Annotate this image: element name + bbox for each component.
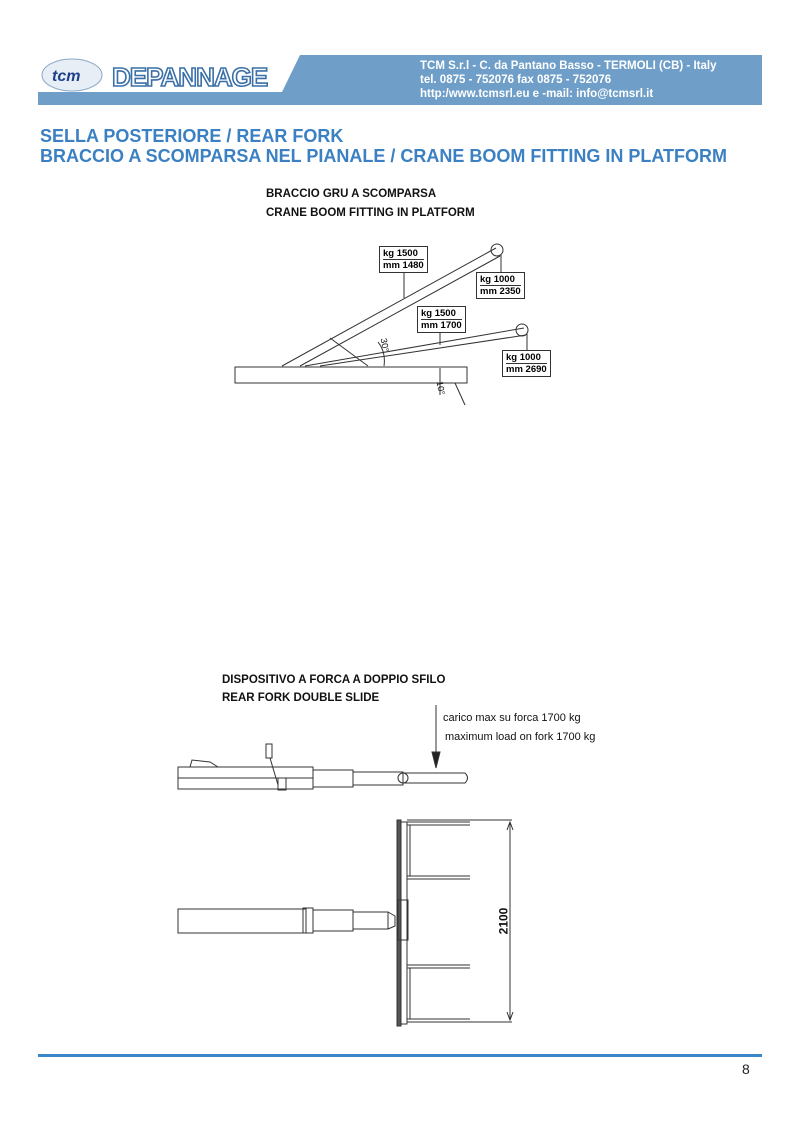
angle-30: 30° bbox=[378, 337, 391, 353]
contact-address: TCM S.r.l - C. da Pantano Basso - TERMOL… bbox=[420, 60, 717, 72]
crane-title-en: CRANE BOOM FITTING IN PLATFORM bbox=[266, 207, 475, 219]
footer-rule bbox=[38, 1054, 762, 1057]
svg-text:DEPANNAGE: DEPANNAGE bbox=[112, 62, 268, 92]
load-text-it: carico max su forca 1700 kg bbox=[443, 712, 581, 724]
contact-phone: tel. 0875 - 752076 fax 0875 - 752076 bbox=[420, 74, 612, 86]
fork-top-view bbox=[177, 819, 514, 1027]
fork-title-en: REAR FORK DOUBLE SLIDE bbox=[222, 692, 380, 704]
dimension-2100: 2100 bbox=[496, 907, 511, 935]
fork-side-view bbox=[177, 705, 468, 791]
page-number: 8 bbox=[742, 1061, 750, 1077]
crane-title-it: BRACCIO GRU A SCOMPARSA bbox=[266, 188, 437, 200]
svg-text:tcm: tcm bbox=[52, 68, 80, 85]
angle-10: 10° bbox=[434, 380, 447, 396]
page-title: SELLA POSTERIORE / REAR FORK bbox=[40, 126, 344, 146]
contact-web: http:/www.tcmsrl.eu e -mail: info@tcmsrl… bbox=[420, 88, 654, 100]
fork-title-it: DISPOSITIVO A FORCA A DOPPIO SFILO bbox=[222, 674, 446, 686]
crane-drawing bbox=[234, 243, 529, 406]
logo-graphic: tcm DEPANNAGE bbox=[41, 58, 270, 93]
page-subtitle: BRACCIO A SCOMPARSA NEL PIANALE / CRANE … bbox=[40, 146, 727, 166]
company-logo: tcm DEPANNAGE bbox=[40, 57, 280, 97]
load-text-en: maximum load on fork 1700 kg bbox=[445, 731, 596, 743]
contact-info: TCM S.r.l - C. da Pantano Basso - TERMOL… bbox=[420, 59, 716, 101]
